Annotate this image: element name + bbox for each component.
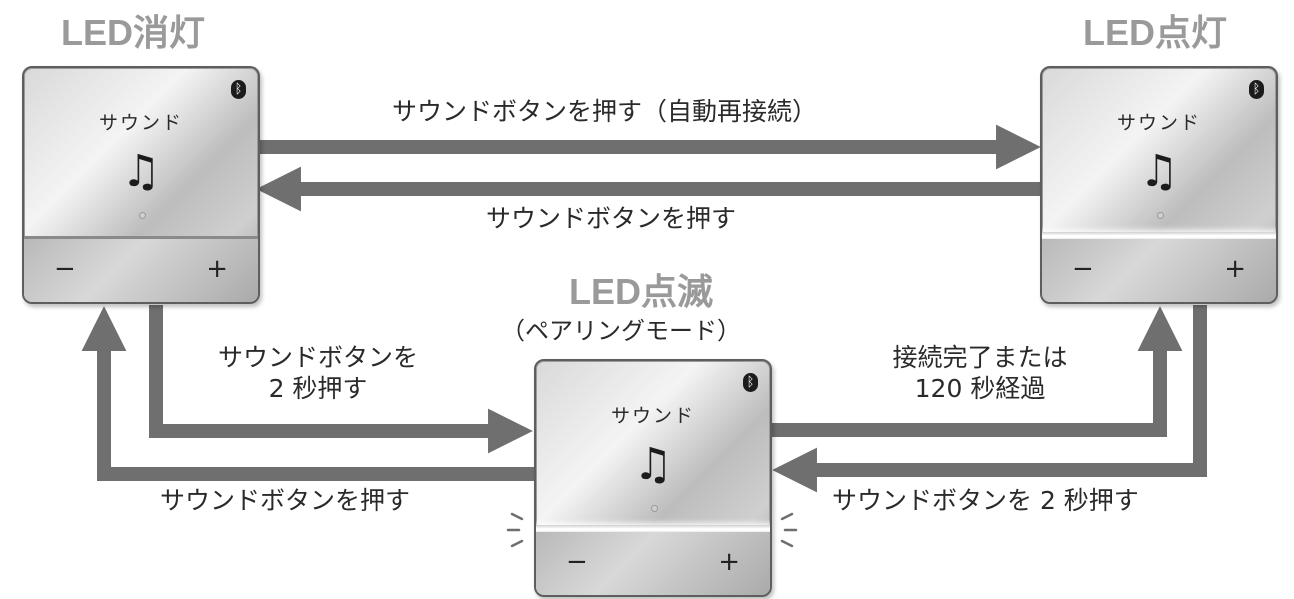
label-on-to-off: サウンドボタンを押す [486,204,737,233]
label-off-to-blink-line2: 2 秒押す [268,374,368,404]
arrow-off-to-blink [149,305,533,454]
led-strip [24,236,258,239]
label-blink-to-on: 接続完了または 120 秒経過 [870,342,1090,405]
volume-down-icon: − [54,254,76,284]
label-blink-to-on-line1: 接続完了または [892,343,1068,372]
device-led-off: ᛒ サウンド ♫ − + [22,66,260,304]
device-bottom-panel [1042,239,1276,302]
bluetooth-icon: ᛒ [743,373,758,392]
state-title-blink: LED点滅 [569,271,714,312]
state-subtitle-blink: （ペアリングモード） [501,317,741,345]
music-note-icon: ♫ [1139,146,1179,197]
led-indicator [1157,212,1164,219]
volume-up-icon: + [718,547,740,577]
blink-sparkle-icon [506,512,798,548]
bluetooth-icon: ᛒ [1249,80,1264,99]
sound-button-label: サウンド [1116,112,1201,134]
device-led-on: ᛒ サウンド ♫ − + [1040,66,1278,304]
music-note-icon: ♫ [633,439,673,490]
led-strip [1042,232,1276,241]
volume-down-icon: − [566,547,588,577]
sound-button-label: サウンド [610,405,695,427]
led-strip [536,525,770,534]
arrow-on-to-blink [772,305,1207,493]
device-bottom-panel [24,239,258,302]
state-title-off: LED消灯 [61,12,206,53]
volume-up-icon: + [206,254,228,284]
bluetooth-icon: ᛒ [231,80,246,99]
label-blink-to-on-line2: 120 秒経過 [914,374,1046,404]
sound-button-label: サウンド [98,112,183,134]
label-off-to-blink-line1: サウンドボタンを [217,343,418,372]
label-off-to-on: サウンドボタンを押す（自動再接続） [392,97,818,126]
device-led-blink: ᛒ サウンド ♫ − + [534,359,772,597]
volume-up-icon: + [1224,254,1246,284]
volume-down-icon: − [1072,254,1094,284]
label-off-to-blink: サウンドボタンを 2 秒押す [200,342,436,405]
device-bottom-panel [536,532,770,595]
led-indicator [139,212,146,219]
arrow-blink-to-on [772,306,1183,437]
led-indicator [651,505,658,512]
label-on-to-blink: サウンドボタンを 2 秒押す [832,486,1139,515]
label-blink-to-off: サウンドボタンを押す [160,486,411,515]
state-title-on: LED点灯 [1083,12,1228,53]
arrow-blink-to-off [81,306,534,481]
music-note-icon: ♫ [121,146,161,197]
